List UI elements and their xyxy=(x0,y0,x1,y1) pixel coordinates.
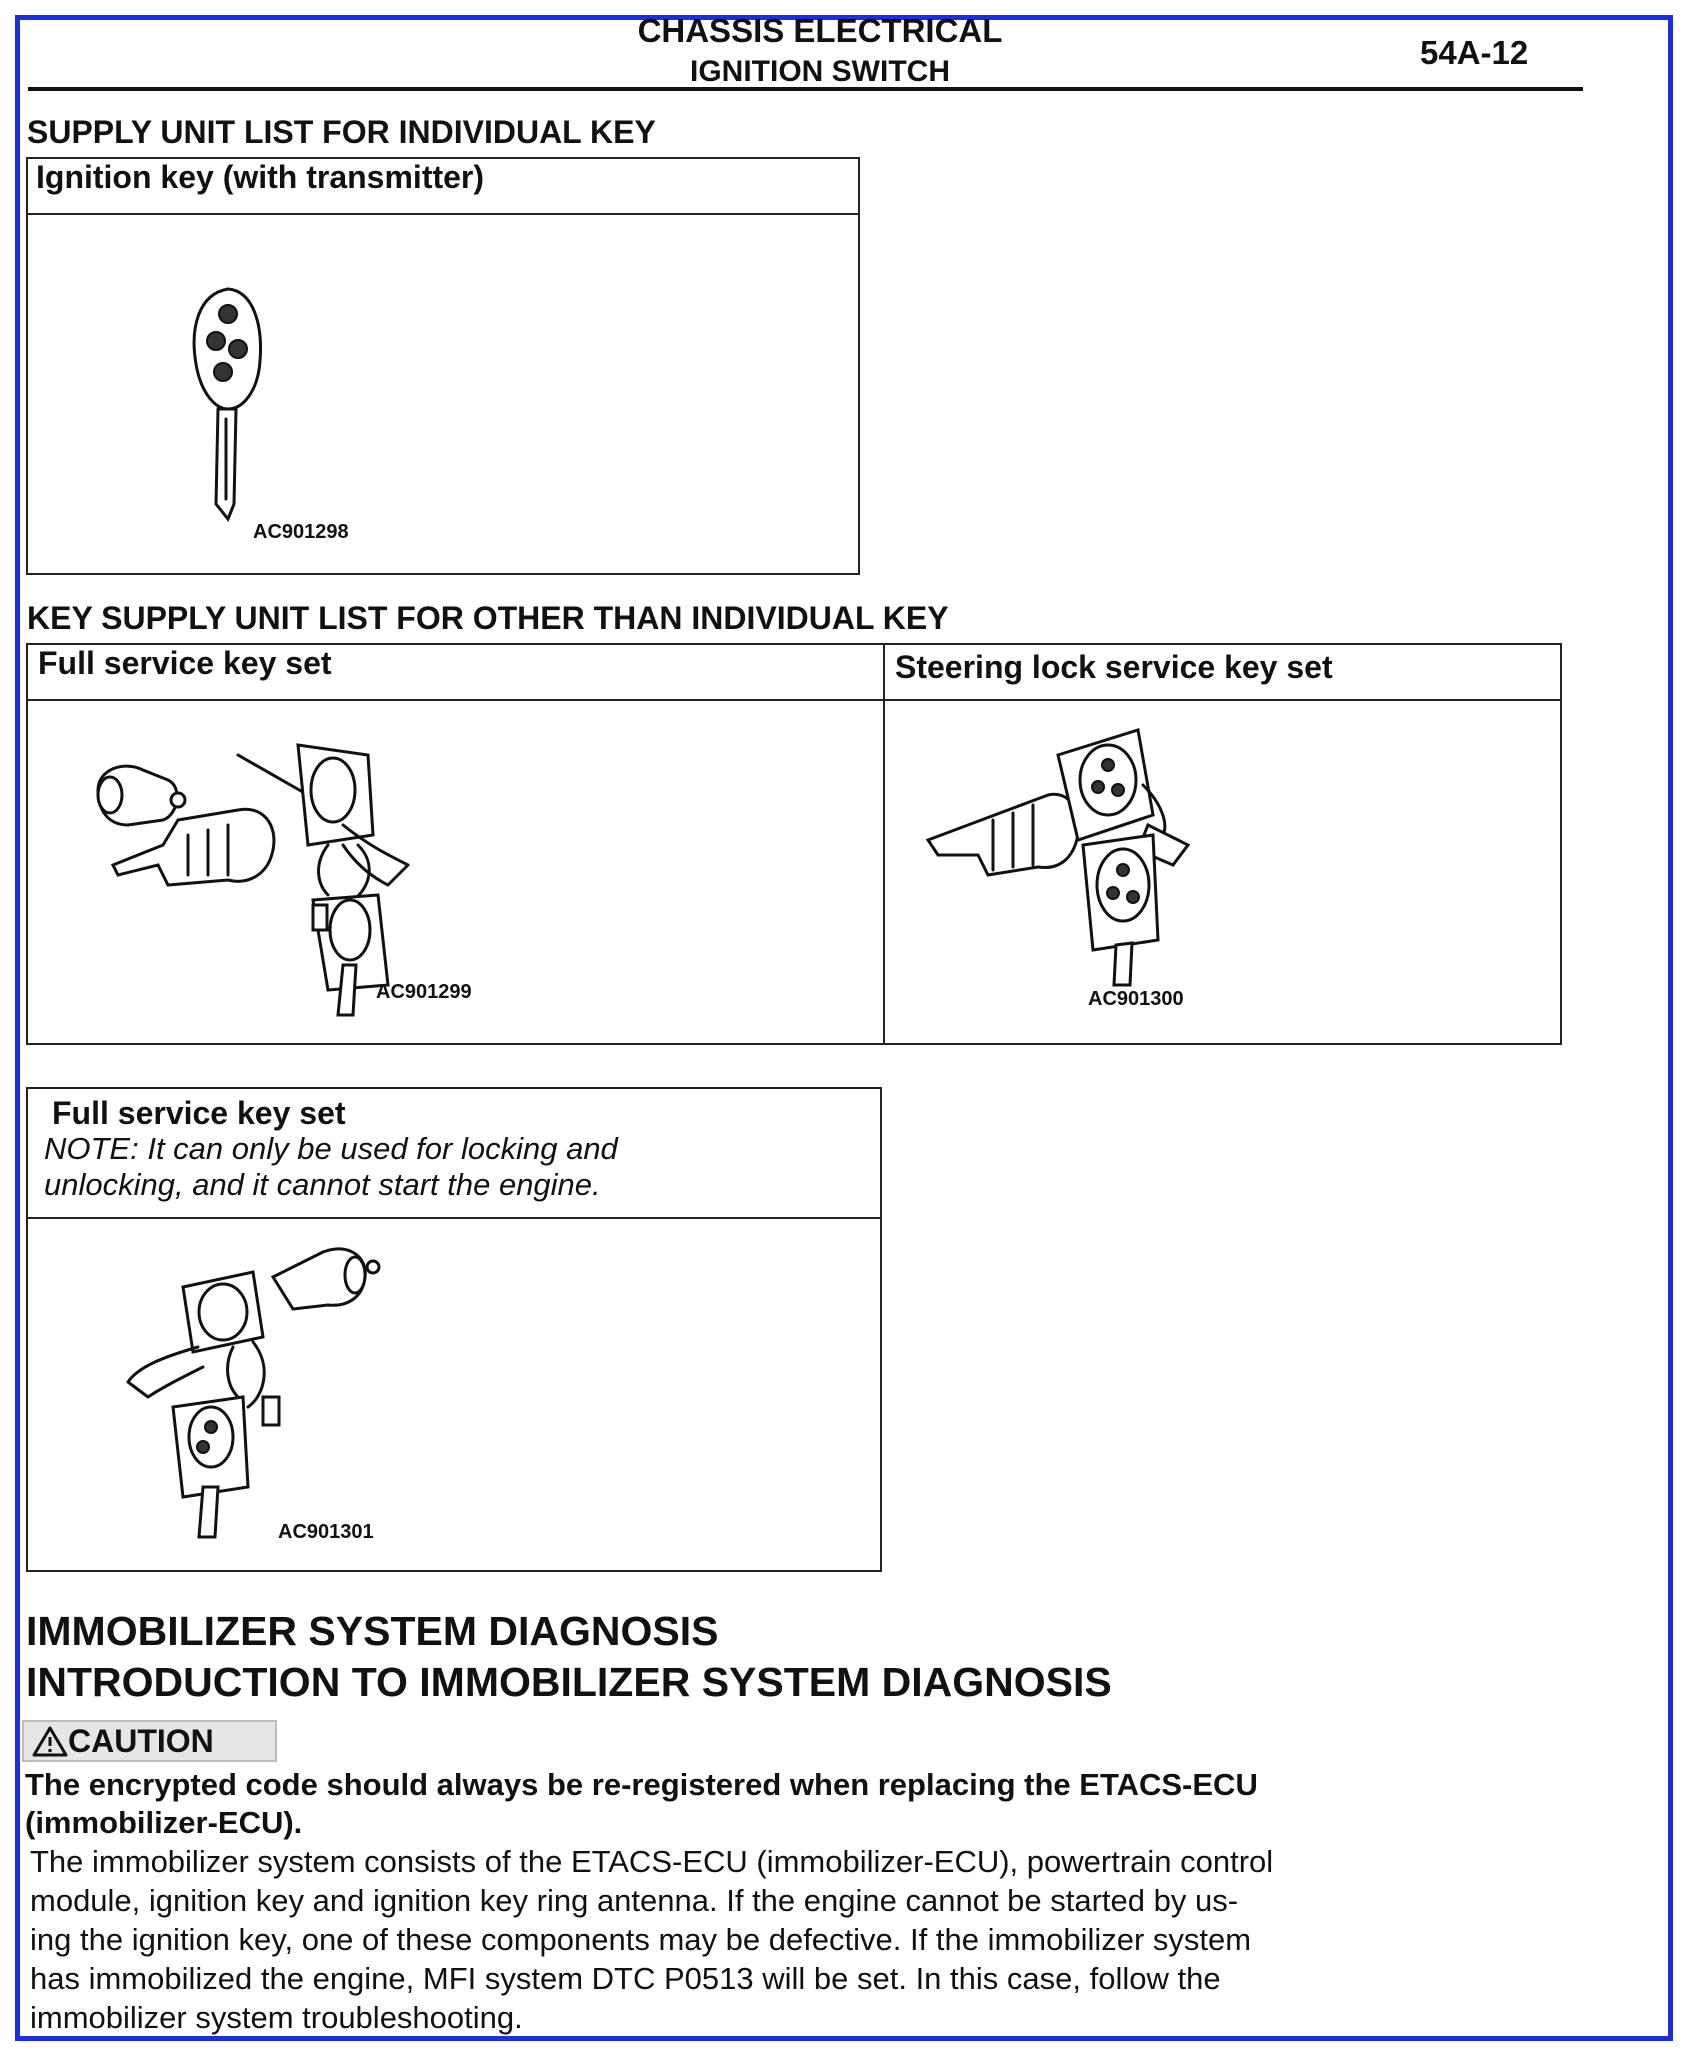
table-divider xyxy=(28,699,1560,701)
full-service-key-set-illustration xyxy=(96,743,410,1017)
header-section-title: CHASSIS ELECTRICAL xyxy=(637,12,1003,49)
box-divider xyxy=(28,1217,880,1219)
lock-only-note-line1: NOTE: It can only be used for locking an… xyxy=(44,1131,618,1166)
part-code-ac901301: AC901301 xyxy=(278,1521,374,1543)
individual-key-box: Ignition key (with transmitter) AC901298 xyxy=(26,157,860,575)
part-code-ac901298: AC901298 xyxy=(253,521,349,543)
caution-line: The encrypted code should always be re-r… xyxy=(25,1767,1258,1802)
diagnosis-body: The immobilizer system consists of the E… xyxy=(30,1842,1510,2037)
steering-lock-key-set-illustration xyxy=(925,728,1191,987)
box-divider xyxy=(28,213,858,215)
individual-key-heading: SUPPLY UNIT LIST FOR INDIVIDUAL KEY xyxy=(27,114,656,150)
caution-text: The encrypted code should always be re-r… xyxy=(25,1766,1505,1842)
body-line: The immobilizer system consists of the E… xyxy=(30,1844,1274,1879)
other-key-heading: KEY SUPPLY UNIT LIST FOR OTHER THAN INDI… xyxy=(27,600,949,636)
diagnosis-subheading: INTRODUCTION TO IMMOBILIZER SYSTEM DIAGN… xyxy=(26,1659,1112,1705)
table-column-divider xyxy=(883,645,885,1043)
body-line: immobilizer system troubleshooting. xyxy=(30,2000,523,2035)
lock-only-key-box: Full service key set NOTE: It can only b… xyxy=(26,1087,882,1572)
caution-label: CAUTION xyxy=(68,1723,214,1759)
body-line: module, ignition key and ignition key ri… xyxy=(30,1883,1239,1918)
caution-line: (immobilizer-ECU). xyxy=(25,1805,303,1840)
header-subsection-title: IGNITION SWITCH xyxy=(690,55,950,88)
part-code-ac901300: AC901300 xyxy=(1088,988,1184,1010)
lock-only-key-set-illustration xyxy=(126,1247,381,1539)
ignition-key-illustration xyxy=(192,287,263,522)
part-code-ac901299: AC901299 xyxy=(376,981,472,1003)
lock-only-key-label: Full service key set xyxy=(52,1095,346,1131)
caution-banner: CAUTION xyxy=(22,1720,277,1762)
lock-only-note-line2: unlocking, and it cannot start the engin… xyxy=(44,1167,601,1202)
header-rule xyxy=(28,87,1583,91)
body-line: has immobilized the engine, MFI system D… xyxy=(30,1961,1221,1996)
diagnosis-heading: IMMOBILIZER SYSTEM DIAGNOSIS xyxy=(26,1608,719,1654)
individual-key-label: Ignition key (with transmitter) xyxy=(36,159,485,195)
warning-triangle-icon xyxy=(32,1726,68,1757)
body-line: ing the ignition key, one of these compo… xyxy=(30,1922,1252,1957)
steering-lock-key-label: Steering lock service key set xyxy=(895,649,1333,685)
other-key-table: Full service key set Steering lock servi… xyxy=(26,643,1562,1045)
page-number: 54A-12 xyxy=(1420,34,1529,71)
page-frame xyxy=(15,15,1673,2041)
full-service-key-label: Full service key set xyxy=(38,645,332,681)
